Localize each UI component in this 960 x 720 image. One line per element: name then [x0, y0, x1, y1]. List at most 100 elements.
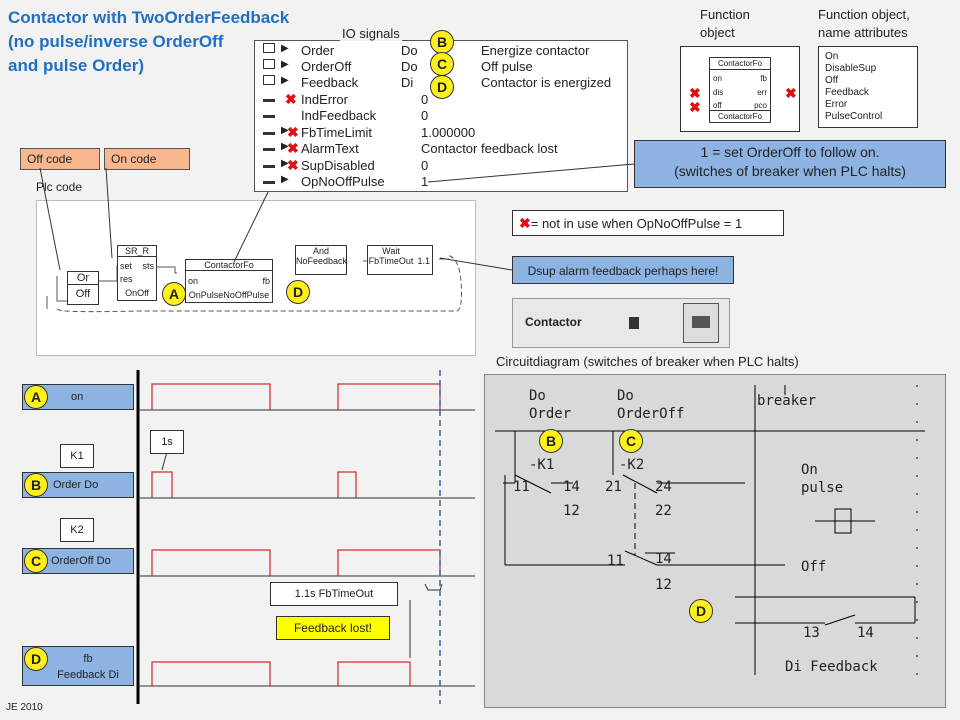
- srr-onoff: OnOff: [125, 288, 149, 298]
- fo-input: on: [713, 74, 722, 83]
- io-name: AlarmText: [301, 141, 359, 156]
- and-block: And NoFeedback: [295, 245, 347, 275]
- function-object-label: Function object: [700, 7, 750, 40]
- io-value: 0: [421, 108, 429, 123]
- cfo-on: on: [188, 276, 199, 286]
- fo-attributes-box: On DisableSup Off Feedback Error PulseCo…: [818, 46, 918, 128]
- cfo-fb: fb: [262, 276, 270, 286]
- contact-22: 22: [655, 503, 672, 519]
- io-name: IndError: [301, 92, 348, 107]
- srr-res: res: [120, 274, 133, 284]
- io-desc: Energize contactor: [481, 43, 590, 58]
- page-title: Contactor with TwoOrderFeedback (no puls…: [8, 8, 290, 75]
- arrow-icon: ▶: [281, 75, 289, 86]
- marker-d: D: [430, 75, 454, 99]
- io-desc: Contactor is energized: [481, 75, 612, 90]
- marker-b-timing: B: [24, 473, 48, 497]
- fo-attributes-label: Function object, name attributes: [818, 7, 910, 40]
- contact-24: 24: [655, 479, 672, 495]
- arrow-icon: ▶: [281, 174, 289, 185]
- contact-14: 14: [563, 479, 580, 495]
- io-row-supdisabled: ▶✖ SupDisabled 0: [255, 157, 629, 174]
- arrow-icon: ▶: [281, 158, 289, 169]
- io-desc: Off pulse: [481, 59, 533, 74]
- timing-diagram: [136, 370, 475, 704]
- circuit-wiring: [495, 385, 925, 675]
- dash-icon: [263, 165, 275, 168]
- on-code-label: On code: [104, 148, 190, 170]
- orderoff-note: 1 = set OrderOff to follow on. (switches…: [634, 140, 946, 188]
- on-pulse-label: On pulse: [801, 462, 844, 496]
- cfo-title: ContactorFo: [186, 260, 272, 271]
- indicator-icon: [629, 317, 639, 329]
- contact-12: 12: [563, 503, 580, 519]
- io-value: 1.000000: [421, 125, 476, 140]
- contact-12b: 12: [655, 577, 672, 593]
- io-name: FbTimeLimit: [301, 125, 373, 140]
- footer-credit: JE 2010: [6, 702, 43, 713]
- wait-title: Wait: [382, 246, 400, 256]
- cfo-inst: OnPulseNoOffPulse: [188, 290, 270, 300]
- io-type: Do: [401, 59, 418, 74]
- io-value: 1: [421, 174, 429, 189]
- marker-d-timing: D: [24, 647, 48, 671]
- off-label: Off: [801, 559, 827, 575]
- io-row-order: ▶ Order Do Energize contactor: [255, 43, 629, 59]
- not-in-use-text: = not in use when OpNoOffPulse = 1: [530, 216, 743, 231]
- or-title: Or: [68, 272, 98, 285]
- k2-tag: K2: [60, 518, 94, 542]
- fo-attr: Feedback: [825, 87, 869, 98]
- and-title: And: [312, 246, 329, 256]
- one-second-tag: 1s: [150, 430, 184, 454]
- io-row-feedback: ▶ Feedback Di Contactor is energized: [255, 75, 629, 91]
- x-mark-icon: ✖: [287, 140, 299, 156]
- io-name: SupDisabled: [301, 158, 375, 173]
- io-type: Di: [401, 75, 414, 90]
- fo-output: fb: [760, 74, 767, 83]
- contact-21: 21: [605, 479, 622, 495]
- fo-attr: Off: [825, 75, 839, 86]
- srr-sts: sts: [142, 261, 154, 271]
- do-order-label: Do Order: [529, 388, 572, 422]
- io-row-fbtimelimit: ▶✖ FbTimeLimit 1.000000: [255, 124, 629, 141]
- x-mark-icon: ✖: [519, 215, 531, 231]
- io-name: Order: [301, 43, 335, 58]
- contact-14b: 14: [655, 551, 672, 567]
- contactorfo-block: ContactorFo on dis off fb err pco Contac…: [709, 57, 771, 123]
- plc-code-label: Plc code: [36, 180, 83, 194]
- marker-d-circuit: D: [689, 599, 713, 623]
- io-signals-title: IO signals: [340, 26, 402, 41]
- fo-output: pco: [754, 101, 767, 110]
- wait-inst: FbTimeOut: [368, 256, 414, 266]
- marker-b: B: [430, 30, 454, 54]
- io-row-orderoff: ▶ OrderOff Do Off pulse: [255, 59, 629, 75]
- io-row-alarmtext: ▶✖ AlarmText Contactor feedback lost: [255, 140, 629, 157]
- and-inst: NoFeedback: [296, 256, 348, 266]
- contact-13: 13: [803, 625, 820, 641]
- arrow-icon: ▶: [281, 59, 289, 70]
- io-name: OpNoOffPulse: [301, 174, 385, 189]
- wait-block: Wait FbTimeOut 1.1: [367, 245, 433, 275]
- circuit-caption: Circuitdiagram (switches of breaker when…: [496, 354, 799, 369]
- fo-attr: On: [825, 51, 839, 62]
- circuit-diagram-area: Do Order Do OrderOff breaker -K1 -K2 11 …: [484, 374, 946, 708]
- k1-label: -K1: [529, 457, 555, 473]
- io-row-indfeedback: IndFeedback 0: [255, 108, 629, 124]
- marker-b-circuit: B: [539, 429, 563, 453]
- breaker-label: breaker: [757, 393, 817, 409]
- arrow-icon: ▶: [281, 43, 289, 54]
- marker-a-overlay: A: [24, 385, 48, 409]
- fo-output: err: [757, 88, 767, 97]
- window-icon: [263, 59, 275, 69]
- dash-icon: [263, 99, 275, 102]
- fo-input: off: [713, 101, 722, 110]
- io-name: IndFeedback: [301, 108, 377, 123]
- dash-icon: [263, 148, 275, 151]
- function-object-box: ContactorFo on dis off fb err pco Contac…: [680, 46, 800, 132]
- marker-c-timing: C: [24, 549, 48, 573]
- x-mark-icon: ✖: [785, 85, 797, 101]
- dash-icon: [263, 115, 275, 118]
- dash-icon: [263, 181, 275, 184]
- x-mark-icon: ✖: [287, 157, 299, 173]
- do-orderoff-label: Do OrderOff: [617, 388, 685, 422]
